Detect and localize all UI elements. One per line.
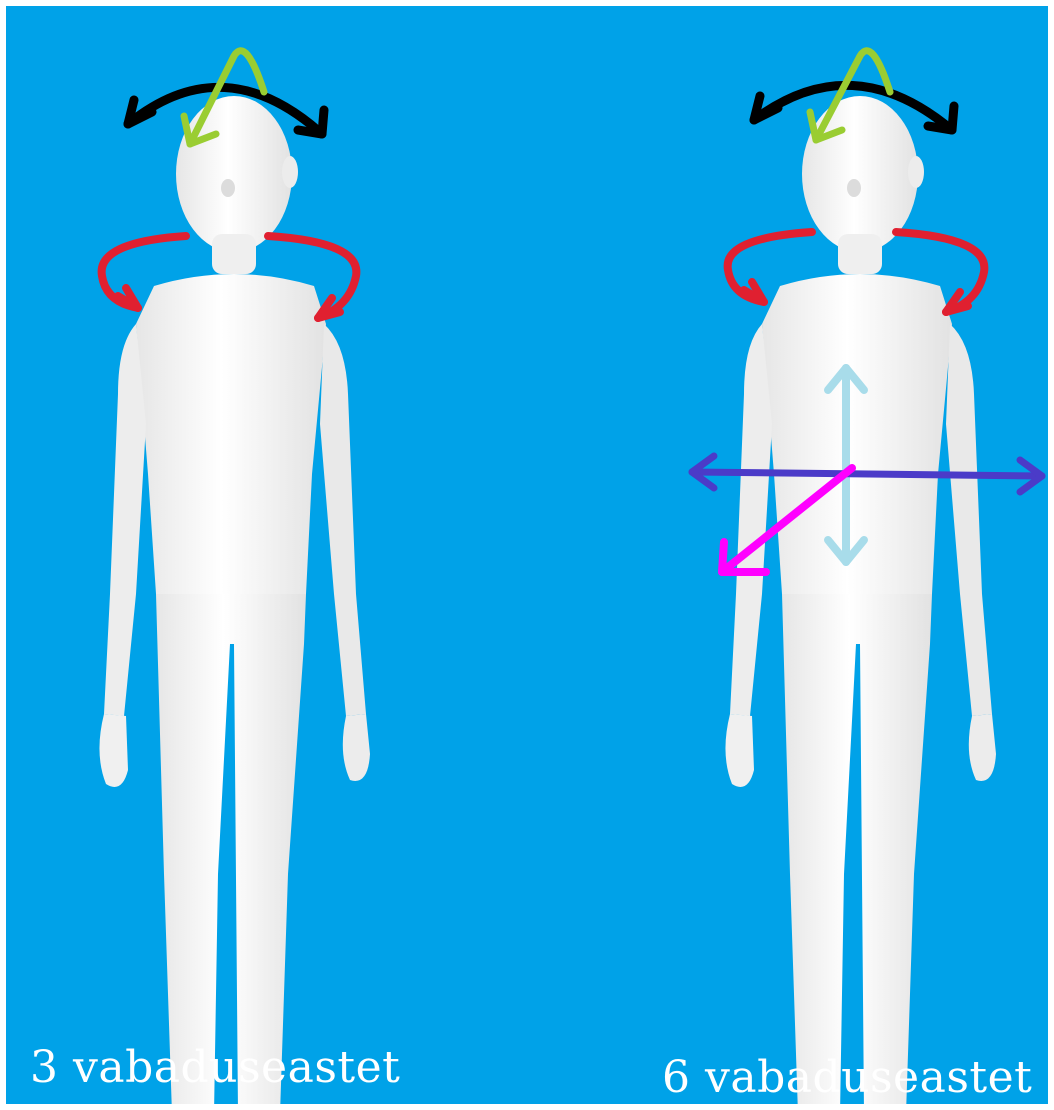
right-humanoid: [725, 96, 996, 1104]
caption-6-dof: 6 vabaduseastet: [662, 1056, 1032, 1100]
3-dof-figure: [99, 51, 370, 1104]
diagram-canvas: [6, 6, 1048, 1104]
caption-3-dof: 3 vabaduseastet: [30, 1046, 400, 1090]
diagram-panel: 3 vabaduseastet 6 vabaduseastet: [6, 6, 1048, 1104]
6-dof-figure: [692, 51, 1042, 1104]
